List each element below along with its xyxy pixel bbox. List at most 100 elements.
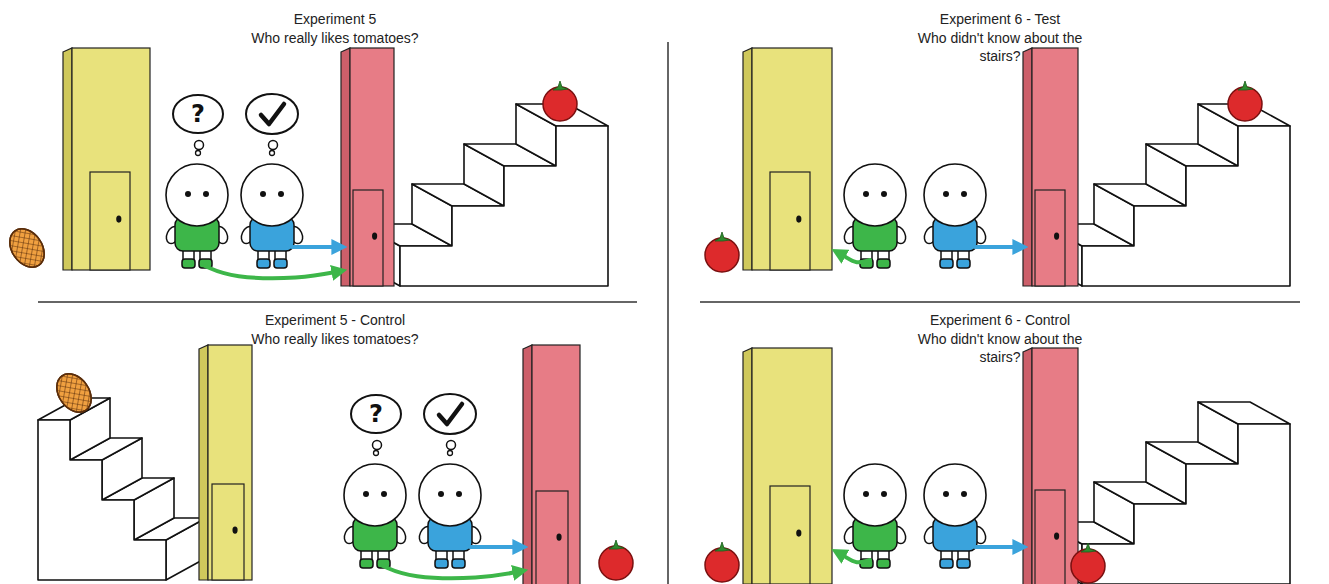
- door-knob: [1054, 232, 1059, 239]
- question-mark: ?: [191, 101, 205, 127]
- agent-head: [419, 464, 481, 526]
- tomato-body: [705, 238, 739, 272]
- panel-heading: Experiment 6 - Test: [850, 10, 1150, 28]
- thought-dot: [374, 451, 379, 456]
- panel-heading: Experiment 5: [185, 10, 485, 28]
- thought-dot: [373, 441, 382, 450]
- agent-eye: [456, 491, 462, 497]
- waffle-hatch: [3, 222, 52, 274]
- agent-foot: [940, 259, 953, 268]
- staircase: [1042, 104, 1290, 286]
- agent-foot: [182, 259, 195, 268]
- door-wall: [341, 48, 394, 286]
- door: [536, 491, 568, 584]
- agent-eye: [863, 491, 869, 497]
- tomato: [543, 81, 577, 121]
- door: [212, 484, 244, 580]
- agent-foot: [940, 559, 953, 568]
- movement-arrow: [205, 266, 341, 278]
- tomato-body: [599, 546, 633, 580]
- agent-head: [344, 464, 406, 526]
- agent-foot: [957, 559, 970, 568]
- agent-figure: [922, 464, 988, 568]
- waffle-body: [3, 222, 52, 274]
- agent-figure: [239, 164, 305, 268]
- agent-foot: [257, 259, 270, 268]
- stair-side: [1082, 126, 1290, 286]
- wall-front: [72, 48, 150, 270]
- panel-heading: Experiment 6 - Control: [850, 311, 1150, 329]
- staircase: [38, 398, 206, 580]
- panel-heading: Who really likes tomatoes?: [185, 330, 485, 348]
- agent-figure: [842, 164, 908, 268]
- agent-eye: [881, 191, 887, 197]
- agent-foot: [274, 259, 287, 268]
- agent-eye: [961, 191, 967, 197]
- movement-arrow: [837, 252, 870, 262]
- door-wall: [1023, 348, 1078, 584]
- tomato-leaf: [553, 81, 568, 90]
- panel-divider: [667, 42, 669, 584]
- thought-bubble: ?: [172, 94, 224, 134]
- tomato: [1071, 543, 1105, 583]
- agent-eye: [863, 191, 869, 197]
- wall-side: [63, 48, 72, 270]
- door-knob: [1054, 532, 1059, 539]
- thought-dot: [447, 441, 456, 450]
- door-knob: [796, 215, 801, 222]
- wall-front: [1032, 48, 1078, 286]
- agent-foot: [957, 259, 970, 268]
- wall-side: [743, 48, 752, 270]
- thought-bubble: [246, 94, 298, 134]
- wall-front: [752, 48, 832, 270]
- wall-front: [208, 345, 252, 580]
- check-mark: [439, 404, 462, 424]
- agent-eye: [381, 491, 387, 497]
- waffle-food: [50, 367, 99, 419]
- agent-foot: [435, 559, 448, 568]
- wall-side: [1023, 348, 1032, 584]
- tomato-body: [1228, 87, 1262, 121]
- wall-side: [341, 48, 350, 286]
- question-mark: ?: [369, 401, 383, 427]
- thought-bubble: [424, 394, 476, 434]
- agent-figure: [417, 464, 483, 568]
- agent-eye: [260, 191, 266, 197]
- door: [770, 486, 810, 584]
- tomato: [1228, 81, 1262, 121]
- agent-eye: [438, 491, 444, 497]
- stair-side: [1082, 424, 1290, 584]
- agent-eye: [943, 491, 949, 497]
- tomato-body: [1071, 549, 1105, 583]
- panel-heading: Who didn't know about the stairs?: [905, 330, 1095, 366]
- wall-side: [743, 348, 752, 584]
- wall-front: [752, 348, 832, 584]
- tomato-leaf: [715, 542, 730, 551]
- door-knob: [556, 533, 561, 540]
- staircase: [1042, 402, 1290, 584]
- door-wall: [743, 48, 832, 270]
- bubble-shape: [173, 95, 223, 133]
- agent-head: [924, 464, 986, 526]
- agent-foot: [877, 559, 890, 568]
- thought-dot: [196, 151, 201, 156]
- wall-front: [532, 345, 580, 584]
- movement-arrow: [975, 245, 1022, 249]
- door-wall: [523, 345, 580, 584]
- thought-dot: [448, 451, 453, 456]
- thought-bubble: ?: [350, 394, 402, 434]
- door: [90, 172, 130, 270]
- door-knob: [372, 232, 377, 239]
- agent-head: [844, 164, 906, 226]
- tomato-leaf: [715, 232, 730, 241]
- door-wall: [1023, 48, 1078, 286]
- movement-arrow: [470, 545, 522, 549]
- stair-side: [400, 126, 608, 286]
- wall-side: [1023, 48, 1032, 286]
- thought-dot: [195, 141, 204, 150]
- stair-tread: [1198, 402, 1290, 424]
- agent-foot: [360, 559, 373, 568]
- movement-arrow: [292, 245, 341, 249]
- door: [1035, 190, 1065, 286]
